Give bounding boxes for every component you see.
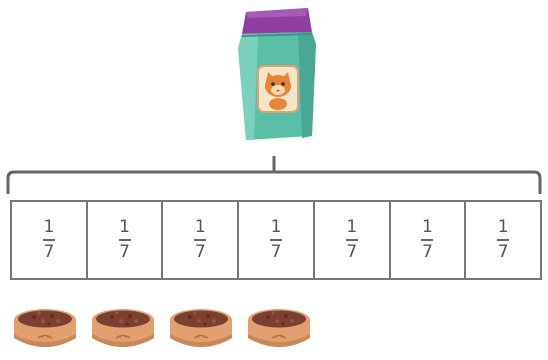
fraction-denominator: 7 bbox=[119, 242, 130, 262]
fraction-denominator: 7 bbox=[43, 242, 55, 262]
fraction-rule bbox=[497, 239, 510, 241]
fraction-numerator: 1 bbox=[497, 217, 509, 237]
fraction-numerator: 1 bbox=[346, 217, 358, 237]
fraction-denominator: 7 bbox=[346, 242, 358, 262]
fraction-denominator: 7 bbox=[194, 242, 206, 262]
cat-face-icon bbox=[265, 72, 291, 110]
fraction-denominator: 7 bbox=[422, 242, 433, 262]
fraction-rule bbox=[42, 239, 55, 241]
fraction-numerator: 1 bbox=[43, 217, 55, 237]
food-bowl-icon bbox=[92, 309, 154, 347]
fraction-denominator: 7 bbox=[497, 242, 509, 262]
fraction-numerator: 1 bbox=[119, 217, 130, 237]
fraction-rule bbox=[194, 239, 207, 241]
food-bowl-icon bbox=[170, 309, 232, 347]
total-bracket bbox=[6, 156, 542, 194]
fraction-numerator: 1 bbox=[422, 217, 433, 237]
fraction-rule bbox=[270, 239, 283, 241]
fraction-rule bbox=[345, 239, 358, 241]
fraction-rule bbox=[118, 239, 131, 241]
fraction-denominator: 7 bbox=[270, 242, 282, 262]
food-bowl-icon bbox=[14, 309, 76, 347]
cat-food-bowls bbox=[10, 300, 330, 358]
food-bowl-icon bbox=[248, 309, 310, 347]
cat-food-bag-icon bbox=[238, 8, 316, 140]
fraction-numerator: 1 bbox=[270, 217, 282, 237]
fraction-rule bbox=[421, 239, 434, 241]
fraction-numerator: 1 bbox=[194, 217, 206, 237]
